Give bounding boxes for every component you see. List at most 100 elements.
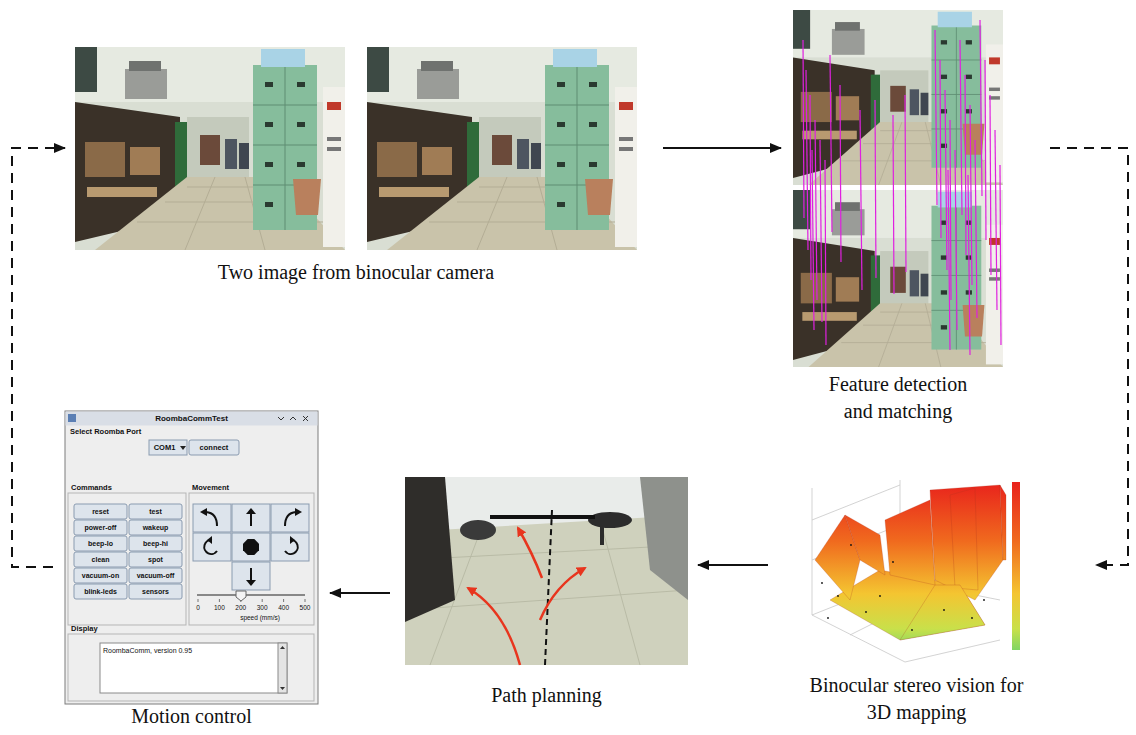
flow-arrow [698,564,768,566]
gui-window [204,512,297,581]
gui-window [285,512,296,526]
gui-window [129,568,182,583]
gui-window [74,504,127,519]
tick-number: 200 [231,603,251,612]
3d-surface-plot [1000,485,1006,560]
feature-matching-image [803,20,1001,355]
panel-caption: Two image from binocular camera [75,260,637,284]
feature-matching-image [945,90,947,270]
feature-matching-image [803,40,804,218]
feature-matching-image [793,10,1003,185]
feedback-arrow [1050,148,1128,565]
gui-window [193,504,309,590]
feedback-arrow [12,148,65,567]
button-label: reset [74,504,127,519]
gui-window [283,599,284,602]
gui-window [262,599,263,602]
3d-surface-plot [837,595,839,597]
feature-matching-image [1000,165,1001,345]
button-label: beep-hi [129,536,182,551]
3d-surface-plot [865,611,867,613]
gui-window [243,539,259,555]
gui-window [197,594,305,596]
feature-matching-image [830,55,832,232]
window-title: RoombaCommTest [105,412,278,425]
gui-window [66,412,318,426]
path-planning-photo [545,510,552,665]
tick-number: 500 [295,603,315,612]
figure-panel: Two image from binocular camera [75,47,637,284]
gui-window [246,580,256,586]
gui-window [74,552,127,567]
path-planning-photo [518,528,542,578]
gui-window [129,520,182,535]
feature-matching-image [860,110,862,290]
feature-matching-image [812,150,814,330]
section-title: Commands [71,482,141,493]
gui-window [149,440,187,455]
gui-window [280,687,285,690]
feature-matching-image [893,115,894,294]
button-label: vacuum-off [129,568,182,583]
3d-surface-plot [812,480,1000,662]
3d-surface-plot [815,485,1006,640]
gui-window [232,533,270,561]
button-label: sensors [129,584,182,599]
path-planning-photo [405,477,455,622]
gui-window [250,568,252,581]
gui-window [198,599,199,602]
gui-window [189,493,314,625]
path-planning-photo [600,520,604,545]
feature-matching-image [806,70,808,250]
picture-area [405,477,688,665]
gui-window [246,508,256,514]
gui-window [74,520,127,535]
tick-number: 300 [252,603,272,612]
gui-window [232,504,270,532]
colorbar [1012,482,1020,650]
panel-caption: Feature detection and matching [816,371,981,425]
gui-window [74,568,127,583]
3d-surface-plot [845,515,885,575]
gui-window [198,599,305,602]
gui-window [305,599,306,602]
gui-window [303,416,308,421]
picture-area [793,10,1003,367]
gui-window [236,591,246,601]
panel-caption: Motion control [65,704,318,728]
path-planning-photo [540,568,585,620]
tick-number: 100 [209,603,229,612]
button-label: power-off [74,520,127,535]
feature-matching-image [948,170,950,350]
slider-caption: speed (mm/s) [227,612,293,622]
feature-matching-image [960,40,962,215]
picture-area [793,477,1040,670]
gui-window [129,552,182,567]
path-planning-photo [405,477,688,665]
feature-matching-image [970,105,972,285]
3d-surface-plot [971,617,973,619]
gui-window [250,513,252,526]
gui-window [65,411,318,704]
button-label: wakeup [129,520,182,535]
gui-window [68,634,314,701]
gui-window [129,536,182,551]
button-label: connect [189,440,239,455]
gui-window [278,417,284,420]
feature-matching-image [905,95,906,272]
gui-window [68,493,186,625]
3d-surface-plot [900,585,985,640]
gui-window [290,536,295,544]
3d-surface-plot [793,477,1040,670]
3d-surface-plot [812,488,1000,662]
3d-surface-plot [879,595,881,597]
path-planning-photo [468,528,585,665]
3d-surface-plot [850,544,852,546]
feature-matching-image [935,30,937,205]
button-label: test [129,504,182,519]
figure-panel: Feature detection and matching [793,10,1003,425]
gui-window [207,536,212,544]
gui-window [189,440,239,455]
